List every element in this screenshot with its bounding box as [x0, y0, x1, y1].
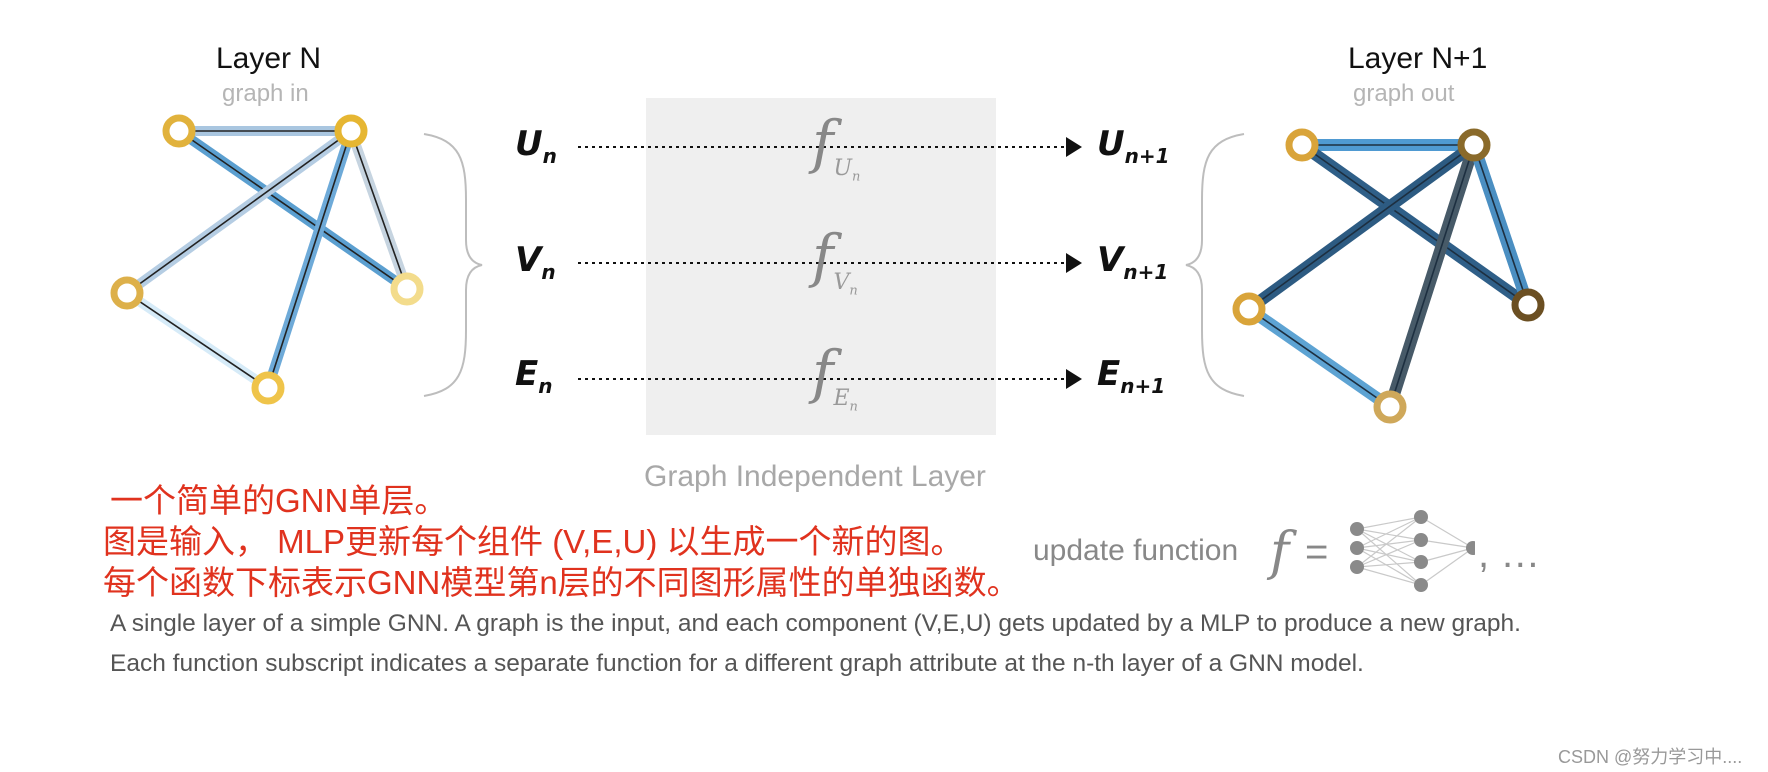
- node-d: [390, 272, 424, 306]
- node-a: [162, 114, 196, 148]
- right-layer-subtitle: graph out: [1353, 80, 1455, 107]
- left-layer-subtitle: graph in: [222, 80, 309, 107]
- input-e: En: [515, 354, 553, 398]
- input-graph-edges: [122, 126, 412, 393]
- node-b: [334, 114, 368, 148]
- output-graph: [1232, 128, 1545, 424]
- input-u: Un: [515, 124, 557, 168]
- right-layer-title: Layer N+1: [1348, 42, 1488, 75]
- update-function-ellipsis: , …: [1478, 532, 1541, 576]
- update-function-symbol: f: [1270, 522, 1290, 582]
- function-u: fUn: [812, 108, 861, 184]
- edge-b-d: [1468, 139, 1534, 311]
- output-u: Un+1: [1097, 124, 1170, 168]
- input-graph: [110, 114, 424, 405]
- arrow-v: [578, 253, 1082, 273]
- right-brace: [1185, 133, 1245, 397]
- input-graph-nodes: [110, 114, 424, 405]
- watermark: CSDN @努力学习中....: [1558, 747, 1743, 767]
- node-c: [1232, 292, 1266, 326]
- left-brace: [423, 133, 483, 397]
- edge-b-d: [346, 126, 412, 294]
- node-a: [1285, 128, 1319, 162]
- output-v: Vn+1: [1097, 240, 1169, 284]
- node-d: [1511, 288, 1545, 322]
- function-v: fVn: [812, 222, 858, 298]
- output-e: En+1: [1097, 354, 1166, 398]
- edge-b-e: [1384, 139, 1480, 413]
- function-e: fEn: [812, 338, 858, 414]
- edge-c-e: [122, 288, 273, 393]
- edge-a-d: [174, 126, 412, 294]
- chinese-note-1: 一个简单的GNN单层。: [110, 482, 448, 519]
- edge-b-c: [122, 126, 356, 298]
- arrows: [578, 137, 1082, 389]
- figure-caption: A single layer of a simple GNN. A graph …: [110, 610, 1521, 677]
- node-c: [110, 276, 144, 310]
- chinese-note-2: 图是输入， MLP更新每个组件 (V,E,U) 以生成一个新的图。: [103, 523, 964, 560]
- edge-b-c: [1243, 139, 1480, 315]
- arrow-e: [578, 369, 1082, 389]
- output-graph-nodes: [1232, 128, 1545, 424]
- arrow-u: [578, 137, 1082, 157]
- output-graph-edges: [1243, 139, 1534, 413]
- node-e: [1373, 390, 1407, 424]
- mlp-network-icon: [1350, 510, 1475, 592]
- center-title: Graph Independent Layer: [644, 460, 986, 493]
- chinese-note-3: 每个函数下标表示GNN模型第n层的不同图形属性的单独函数。: [103, 564, 1020, 601]
- node-e: [251, 371, 285, 405]
- edge-c-e: [1243, 303, 1396, 413]
- node-b: [1457, 128, 1491, 162]
- edge-a-d: [1296, 139, 1534, 311]
- edge-b-e: [263, 126, 356, 393]
- update-function-equals: =: [1305, 530, 1329, 574]
- input-v: Vn: [515, 240, 556, 284]
- update-function-label: update function: [1033, 534, 1239, 567]
- left-layer-title: Layer N: [216, 42, 322, 75]
